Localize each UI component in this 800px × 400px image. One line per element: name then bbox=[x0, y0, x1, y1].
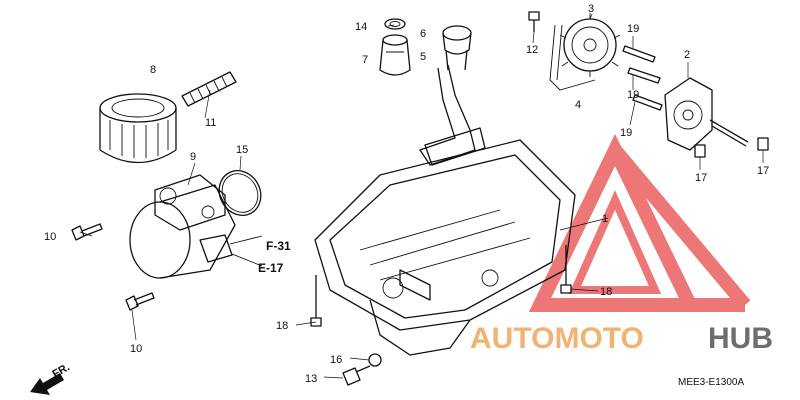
callout-11: 11 bbox=[205, 117, 216, 129]
oil-pan[interactable] bbox=[314, 139, 576, 356]
callout-6: 6 bbox=[420, 28, 426, 40]
bolt-19-a[interactable] bbox=[622, 45, 656, 63]
dowel-17-a[interactable] bbox=[694, 144, 706, 158]
ref-f31[interactable]: F-31 bbox=[266, 239, 291, 253]
callout-10-lower: 10 bbox=[130, 343, 142, 355]
front-direction-arrow-icon bbox=[30, 373, 64, 395]
washer-14[interactable] bbox=[384, 18, 406, 30]
drive-chain[interactable] bbox=[549, 24, 596, 91]
leader-lines bbox=[79, 13, 764, 379]
callout-3: 3 bbox=[588, 3, 594, 15]
callout-19-a: 19 bbox=[627, 23, 639, 35]
callout-10-upper: 10 bbox=[44, 231, 56, 243]
oil-pump[interactable] bbox=[664, 77, 749, 151]
callout-16: 16 bbox=[330, 354, 342, 366]
bolt-19-b[interactable] bbox=[627, 67, 661, 84]
oil-cooler[interactable] bbox=[129, 174, 263, 279]
watermark-part-a: AUTOMOTO bbox=[470, 322, 644, 355]
callout-19-c: 19 bbox=[620, 127, 632, 139]
joint-collar[interactable] bbox=[379, 34, 411, 76]
callout-8: 8 bbox=[150, 64, 156, 76]
front-direction-label: FR. bbox=[51, 361, 72, 380]
callout-19-b: 19 bbox=[627, 89, 639, 101]
bolt-18-left[interactable] bbox=[310, 275, 322, 327]
callout-17-b: 17 bbox=[757, 165, 769, 177]
callout-9: 9 bbox=[190, 151, 196, 163]
watermark-text: AUTOMOTO HUB bbox=[470, 322, 773, 355]
callout-7: 7 bbox=[362, 54, 368, 66]
dowel-17-b[interactable] bbox=[757, 137, 769, 151]
bolt-10-lower[interactable] bbox=[125, 292, 155, 311]
callout-15: 15 bbox=[236, 144, 248, 156]
diagram-code: MEE3-E1300A bbox=[678, 377, 744, 388]
callout-18-right: 18 bbox=[600, 286, 612, 298]
callout-1: 1 bbox=[602, 213, 608, 225]
callout-17-a: 17 bbox=[695, 172, 707, 184]
pump-sprocket[interactable] bbox=[559, 13, 621, 77]
oil-filter[interactable] bbox=[99, 93, 177, 164]
watermark-part-b: HUB bbox=[708, 322, 773, 355]
o-ring[interactable] bbox=[211, 163, 269, 223]
callout-18-left: 18 bbox=[276, 320, 288, 332]
callout-12: 12 bbox=[526, 44, 538, 56]
callout-2: 2 bbox=[684, 49, 690, 61]
drain-bolt[interactable] bbox=[342, 365, 371, 386]
sealing-washer-16[interactable] bbox=[368, 353, 382, 367]
callout-5: 5 bbox=[420, 51, 426, 63]
callout-13: 13 bbox=[305, 373, 317, 385]
callout-14: 14 bbox=[355, 21, 367, 33]
bolt-12[interactable] bbox=[528, 11, 540, 32]
bolt-10-upper[interactable] bbox=[71, 223, 103, 241]
watermark-logo-icon bbox=[528, 133, 751, 312]
callout-4: 4 bbox=[575, 99, 581, 111]
bolt-19-c[interactable] bbox=[632, 94, 663, 111]
ref-e17[interactable]: E-17 bbox=[258, 261, 284, 275]
oil-filter-stud[interactable] bbox=[181, 71, 237, 107]
oil-strainer[interactable] bbox=[419, 25, 486, 166]
